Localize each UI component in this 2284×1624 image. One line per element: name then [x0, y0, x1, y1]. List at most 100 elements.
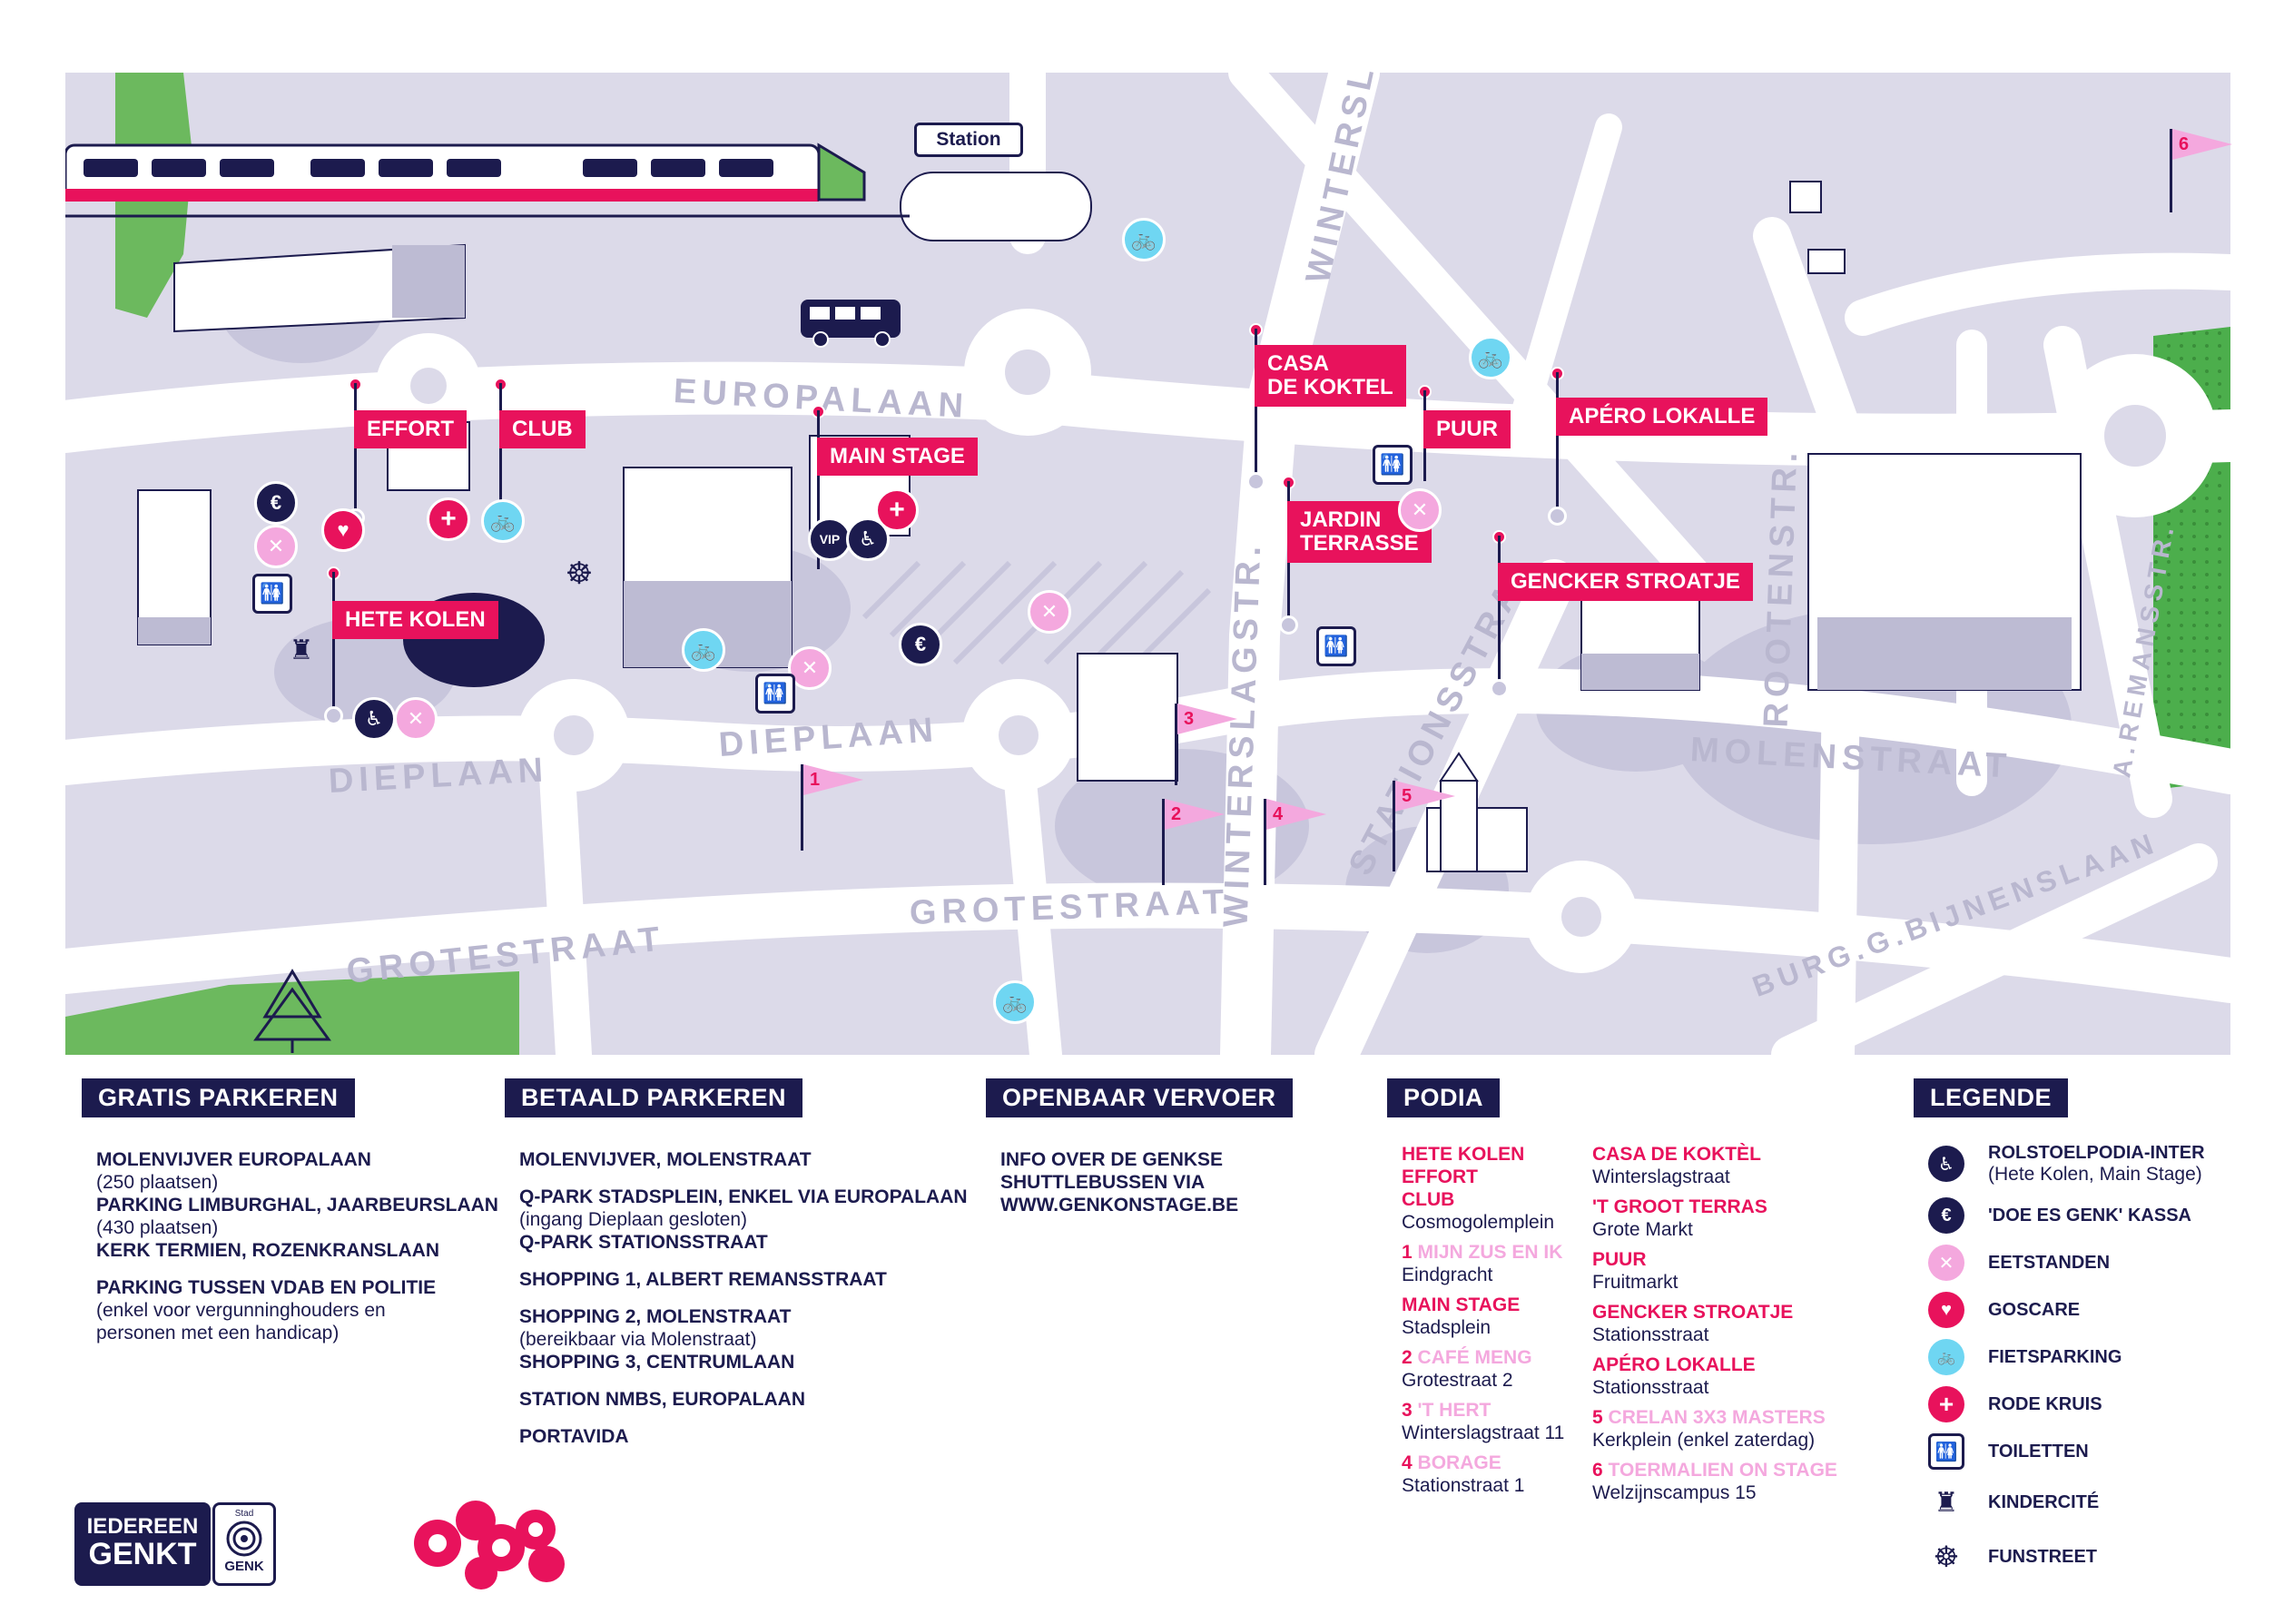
road-rootenstr [1753, 217, 1864, 1055]
legend-label: FIETSPARKING [1988, 1346, 2122, 1367]
podia-column-1: HETE KOLEN EFFORT CLUB Cosmogolemplein 1… [1387, 1143, 1592, 1511]
funstreet-ferris-wheel-icon: ☸ [565, 556, 594, 591]
podium-name: PUUR [1592, 1249, 1647, 1270]
red-cross-icon: + [1928, 1386, 1964, 1422]
legend-label: FUNSTREET [1988, 1546, 2097, 1567]
parking-item: Q-PARK STATIONSSTRAAT [519, 1232, 768, 1253]
legend-label: TOILETTEN [1988, 1441, 2089, 1462]
legend-label: RODE KRUIS [1988, 1393, 2102, 1414]
parking-note: personen met een handicap) [96, 1323, 340, 1343]
section-legende: LEGENDE ♿ ROLSTOELPODIA-INTER(Hete Kolen… [1914, 1078, 2205, 1584]
section-title: LEGENDE [1914, 1078, 2069, 1117]
parking-item: SHOPPING 2, MOLENSTRAAT [519, 1306, 792, 1327]
road-bijnens [1771, 843, 2218, 1055]
bike-parking-icon: 🚲 [682, 628, 725, 672]
food-stand-icon: ✕ [788, 646, 832, 690]
road-diag-1 [1228, 73, 1717, 598]
legend-row: ☸ FUNSTREET [1928, 1530, 2205, 1584]
logo-text: GENKT [88, 1537, 197, 1571]
euro-kassa-icon: € [254, 481, 298, 525]
building-10 [1807, 249, 1846, 274]
podium-location: Cosmogolemplein [1402, 1212, 1555, 1233]
building-9 [1789, 181, 1822, 213]
festival-map: Station EUROPALAAN DIEPLAAN DIEPLAAN GRO… [65, 60, 2232, 1055]
podium-name: HETE KOLEN [1402, 1144, 1525, 1165]
station-sign: Station [914, 123, 1023, 157]
logo-text: GENK [224, 1559, 264, 1574]
podium-location: Winterslagstraat 11 [1402, 1422, 1565, 1443]
podium-name: EFFORT [1402, 1166, 1478, 1187]
church [1426, 752, 1528, 872]
section-betaald-parkeren: BETAALD PARKEREN MOLENVIJVER, MOLENSTRAA… [505, 1078, 968, 1448]
legend-row: ✕ EETSTANDEN [1928, 1239, 2205, 1286]
stad-genk-logo: Stad GENK [212, 1502, 276, 1586]
wheelchair-icon: ♿ [846, 517, 890, 561]
wheelchair-icon: ♿ [1928, 1146, 1964, 1182]
transport-info: INFO OVER DE GENKSE [1000, 1149, 1224, 1170]
goscare-heart-icon: ♥ [321, 508, 365, 552]
podium-name: CASA DE KOKTÈL [1592, 1144, 1761, 1165]
legend-label: 'DOE ES GENK' KASSA [1988, 1205, 2191, 1225]
podium-number: 5 [1592, 1407, 1603, 1428]
legend-label: ROLSTOELPODIA-INTER [1988, 1142, 2205, 1163]
parking-item: STATION NMBS, EUROPALAAN [519, 1389, 805, 1410]
section-gratis-parkeren: GRATIS PARKEREN MOLENVIJVER EUROPALAAN (… [82, 1078, 498, 1344]
podium-number: 4 [1402, 1452, 1413, 1473]
parking-item: SHOPPING 1, ALBERT REMANSSTRAAT [519, 1269, 887, 1290]
vip-icon: VIP [808, 517, 852, 561]
food-stand-icon: ✕ [394, 697, 438, 741]
podium-name: 'T GROOT TERRAS [1592, 1196, 1767, 1217]
website-link[interactable]: WWW.GENKONSTAGE.BE [1000, 1195, 1239, 1216]
kindercite-icon: ♜ [1934, 1487, 1959, 1518]
road-diag-2 [1504, 113, 1622, 449]
genk-on-stage-logo [414, 1501, 565, 1590]
legend-label: KINDERCITÉ [1988, 1491, 2100, 1512]
podium-location: Grotestraat 2 [1402, 1370, 1513, 1391]
podium-number: 6 [1592, 1460, 1603, 1481]
podium-name: BORAGE [1417, 1452, 1501, 1473]
tree-icon [253, 969, 331, 1053]
legend-row: 🚲 FIETSPARKING [1928, 1334, 2205, 1381]
parking-note: (ingang Dieplaan gesloten) [519, 1209, 748, 1230]
podium-location: Stationsstraat [1592, 1324, 1709, 1345]
food-stand-icon: ✕ [1398, 488, 1442, 532]
tram [65, 143, 910, 218]
road-mid-vert [1002, 746, 1062, 1055]
legend-row: ♜ KINDERCITÉ [1928, 1475, 2205, 1530]
legend-row: ♿ ROLSTOELPODIA-INTER(Hete Kolen, Main S… [1928, 1136, 2205, 1192]
parking-note: (430 plaatsen) [96, 1217, 219, 1238]
section-title: BETAALD PARKEREN [505, 1078, 803, 1117]
genk-emblem-icon [226, 1521, 262, 1557]
food-stand-icon: ✕ [254, 525, 298, 568]
podium-location: Stationstraat 1 [1402, 1475, 1525, 1496]
podium-location: Kerkplein (enkel zaterdag) [1592, 1430, 1816, 1451]
podium-name: CAFÉ MENG [1417, 1347, 1532, 1368]
bike-parking-icon: 🚲 [993, 980, 1037, 1024]
food-stand-icon: ✕ [1028, 590, 1071, 634]
section-title: OPENBAAR VERVOER [986, 1078, 1293, 1117]
funstreet-ferris-wheel-icon: ☸ [1933, 1540, 1960, 1573]
parking-item: PORTAVIDA [519, 1426, 629, 1447]
parking-note: (250 plaatsen) [96, 1172, 219, 1193]
parking-item: Q-PARK STADSPLEIN, ENKEL VIA EUROPALAAN [519, 1186, 968, 1207]
bus-icon [801, 300, 901, 348]
wheelchair-icon: ♿ [352, 697, 396, 741]
podium-location: Stadsplein [1402, 1317, 1491, 1338]
park-bottom-left [65, 971, 519, 1055]
podium-name: CRELAN 3X3 MASTERS [1608, 1407, 1826, 1428]
legend-row: + RODE KRUIS [1928, 1381, 2205, 1428]
section-podia: PODIA HETE KOLEN EFFORT CLUB Cosmogolemp… [1387, 1078, 1865, 1511]
podia-column-2: CASA DE KOKTÈL Winterslagstraat 'T GROOT… [1592, 1143, 1865, 1511]
podium-name: APÉRO LOKALLE [1592, 1354, 1756, 1375]
legend-label: EETSTANDEN [1988, 1252, 2111, 1273]
logo-text: Stad [234, 1509, 254, 1519]
podium-name: TOERMALIEN ON STAGE [1608, 1460, 1837, 1481]
bike-parking-icon: 🚲 [1122, 218, 1166, 261]
podium-name: CLUB [1402, 1189, 1455, 1210]
toilet-icon: 🚻 [252, 574, 292, 614]
parking-item: SHOPPING 3, CENTRUMLAAN [519, 1352, 795, 1373]
section-title: GRATIS PARKEREN [82, 1078, 355, 1117]
road-left-vert [537, 726, 592, 1055]
parking-item: KERK TERMIEN, ROZENKRANSLAAN [96, 1240, 439, 1261]
podium-location: Eindgracht [1402, 1265, 1493, 1285]
